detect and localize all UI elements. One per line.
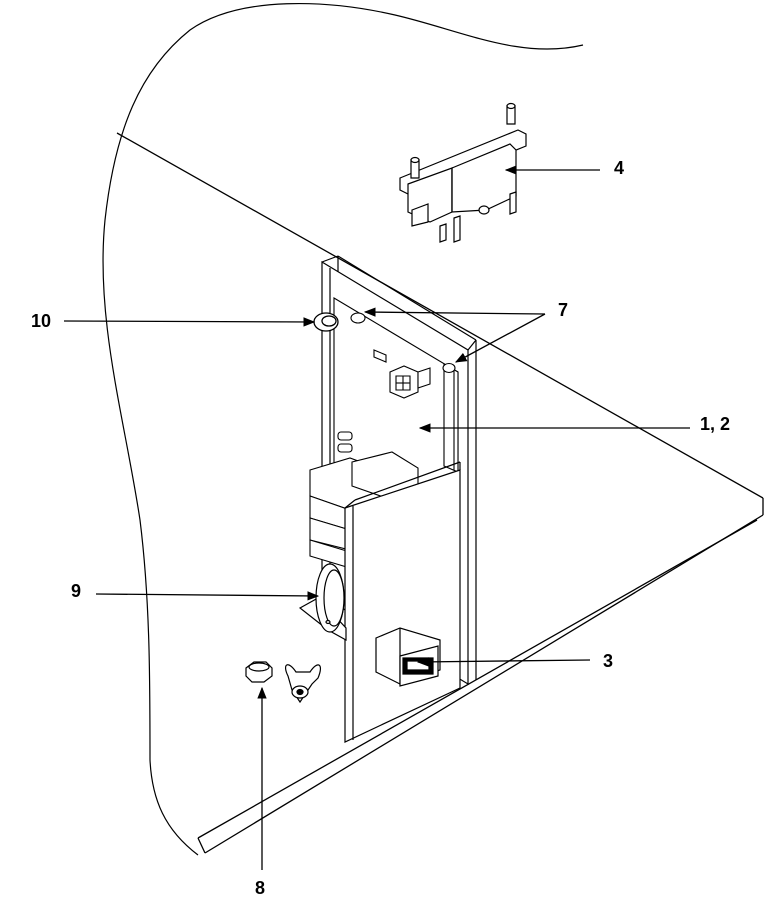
callout-1-2: 1, 2: [700, 414, 731, 434]
leader-lines: [64, 165, 690, 870]
grommet: [300, 564, 346, 640]
hex-nut: [246, 662, 272, 682]
callout-10: 10: [31, 311, 52, 331]
callout-7: 7: [558, 300, 569, 320]
cutaway-outline: [103, 4, 583, 855]
wing-nut: [286, 665, 321, 702]
callout-9: 9: [71, 581, 82, 601]
front-bracket: [345, 462, 460, 742]
relay: [400, 104, 526, 243]
leader-10: [64, 317, 316, 327]
mounting-ring: [314, 313, 338, 331]
cabinet-panel: [117, 133, 763, 853]
callout-8: 8: [255, 878, 266, 898]
callout-4: 4: [614, 158, 625, 178]
leader-9: [96, 591, 320, 601]
leader-3: [416, 657, 590, 667]
leader-7a: [363, 307, 545, 317]
leader-7b: [454, 314, 545, 362]
switch: [376, 628, 440, 686]
callout-3: 3: [603, 651, 614, 671]
